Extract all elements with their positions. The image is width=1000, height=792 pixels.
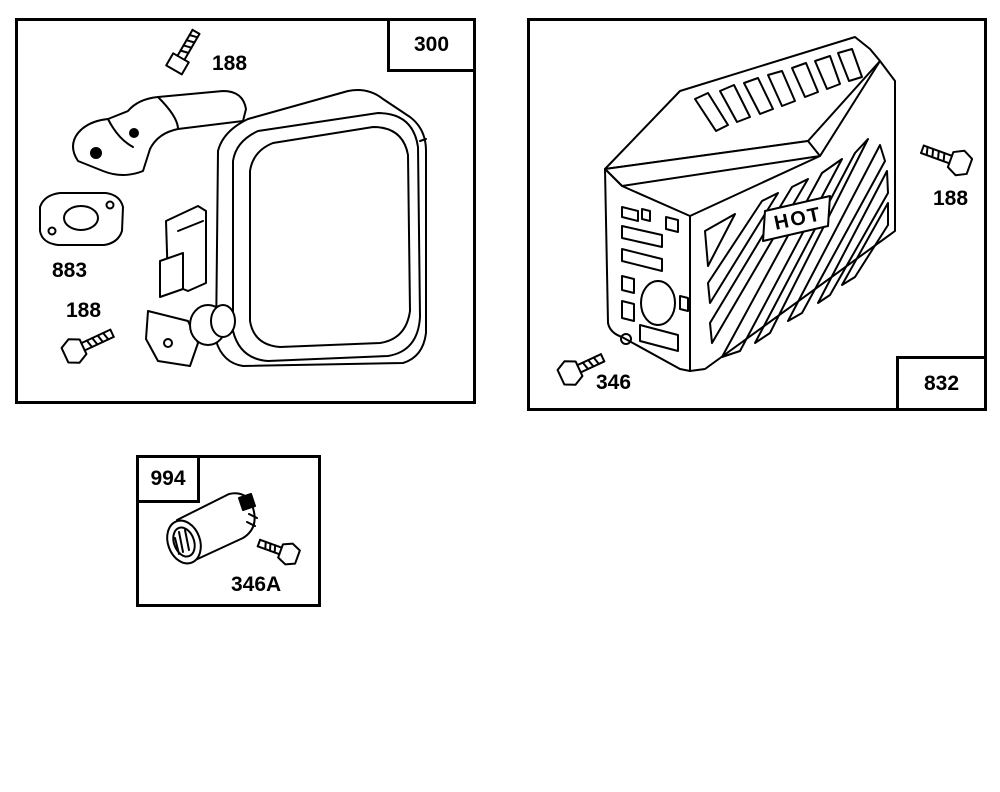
spark-arrester-illustration [166, 492, 301, 566]
muffler-guard-illustration [556, 36, 974, 386]
spark-arrester-panel: 994 346A [136, 455, 321, 607]
muffler-guard-ref-number: 832 [896, 356, 987, 411]
callout-bolt-bottom: 188 [66, 299, 102, 322]
callout-bolt-right: 188 [933, 187, 969, 210]
spark-arrester-ref-number: 994 [136, 455, 200, 503]
callout-bolt-top: 188 [212, 52, 248, 75]
callout-screw: 346 [596, 371, 632, 394]
muffler-ref-number: 300 [387, 18, 476, 72]
callout-screw-346a: 346A [231, 573, 282, 596]
muffler-illustration [39, 28, 427, 367]
muffler-panel: 300 188 883 188 [15, 18, 476, 404]
callout-gasket: 883 [52, 259, 88, 282]
muffler-guard-panel: HOT 832 188 346 [527, 18, 987, 411]
